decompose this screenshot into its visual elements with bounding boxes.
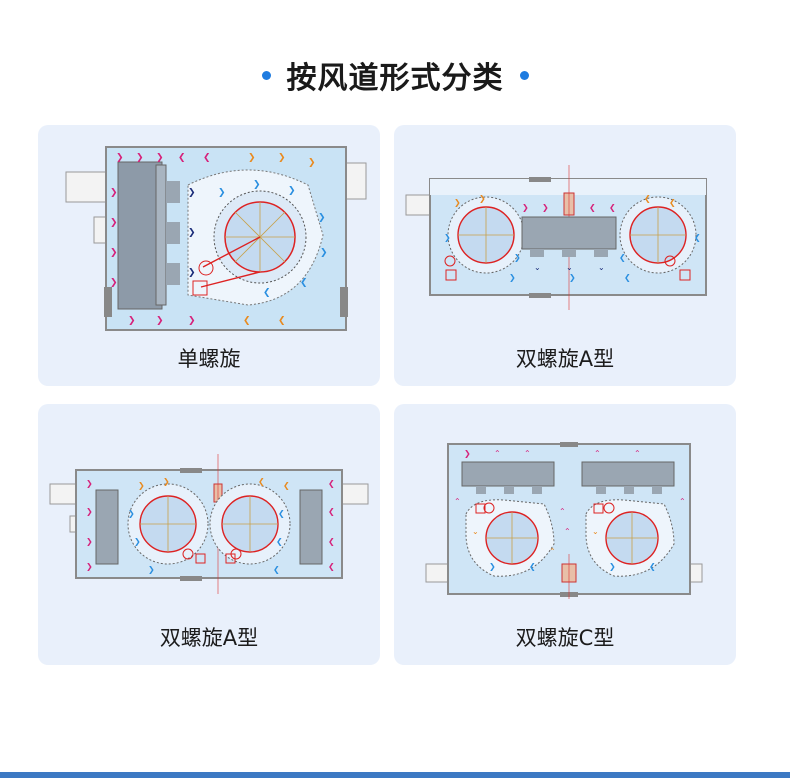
svg-text:❮: ❮ (589, 203, 596, 212)
card-single-spiral: ❯ ❯ ❯ ❮ ❮ ❯ ❯ ❯ ❯ ❯ ❯ ❯ ❯ ❯ ❯ ❮ ❮ ❯ ❯ ❯ ❯ ❯ ❮ ❮ ❯ ❯ ❯ 单螺旋 (38, 125, 380, 386)
svg-text:❮: ❮ (328, 479, 335, 488)
svg-text:❮: ❮ (529, 562, 536, 571)
svg-text:❯: ❯ (188, 316, 196, 326)
svg-text:❮: ❮ (694, 233, 701, 242)
svg-text:❯: ❯ (479, 194, 486, 203)
svg-text:❯: ❯ (116, 153, 124, 163)
svg-text:❮: ❮ (300, 278, 308, 288)
svg-text:❯: ❯ (542, 203, 549, 212)
svg-text:⌃: ⌃ (454, 497, 461, 506)
svg-text:❯: ❯ (86, 537, 93, 546)
svg-text:❯: ❯ (522, 203, 529, 212)
svg-text:❯: ❯ (110, 278, 118, 288)
svg-text:❯: ❯ (308, 158, 316, 168)
svg-text:❮: ❮ (283, 481, 290, 490)
svg-text:❯: ❯ (609, 562, 616, 571)
card-label: 双螺旋A型 (515, 347, 615, 371)
page-title: 按风道形式分类 (286, 61, 504, 96)
svg-text:❯: ❯ (86, 562, 93, 571)
svg-text:❯: ❯ (253, 180, 261, 190)
svg-text:⌃: ⌃ (564, 527, 571, 536)
svg-text:❯: ❯ (278, 153, 286, 163)
svg-text:❯: ❯ (318, 213, 326, 223)
svg-text:❮: ❮ (276, 537, 283, 546)
svg-text:❯: ❯ (156, 153, 164, 163)
svg-text:❯: ❯ (163, 477, 170, 486)
card-label: 单螺旋 (177, 347, 241, 371)
double-spiral-a-diagram-icon: ❯ ❯ ❮ ❮ ❯ ❯ ❮ ❮ ❯ ❯ ❮ ❮ ❯ ❯ ❮ ⌄ ⌄ ⌄ (405, 165, 707, 310)
card-double-spiral-c: ❯ ⌃ ⌃ ⌃ ⌃ ⌃ ⌃ ⌃ ⌃ ⌄ ⌄ ⌃ ❯ ❮ ❯ ❮ 双螺旋C型 (394, 404, 736, 665)
svg-text:❮: ❮ (278, 316, 286, 326)
single-spiral-diagram-icon: ❯ ❯ ❯ ❮ ❮ ❯ ❯ ❯ ❯ ❯ ❯ ❯ ❯ ❯ ❯ ❮ ❮ ❯ ❯ ❯ ❯ ❯ ❮ ❮ ❯ ❯ ❯ (65, 146, 367, 331)
svg-text:❯: ❯ (138, 481, 145, 490)
svg-text:❯: ❯ (569, 273, 576, 282)
svg-text:❯: ❯ (134, 537, 141, 546)
svg-text:❯: ❯ (86, 507, 93, 516)
card-label: 双螺旋C型 (515, 626, 615, 650)
svg-text:⌄: ⌄ (592, 527, 599, 536)
svg-text:❯: ❯ (128, 509, 135, 518)
double-spiral-a-side-diagram-icon: ❯ ❯ ❯ ❯ ❮ ❮ ❮ ❮ ❯ ❯ ❮ ❮ ❯ ❯ ❮ ❮ ❯ ❮ (49, 454, 369, 594)
svg-text:❮: ❮ (243, 316, 251, 326)
svg-text:❮: ❮ (178, 153, 186, 163)
svg-text:❮: ❮ (263, 288, 271, 298)
svg-text:❯: ❯ (110, 218, 118, 228)
svg-text:❮: ❮ (609, 203, 616, 212)
svg-text:❯: ❯ (509, 273, 516, 282)
svg-text:❯: ❯ (288, 186, 296, 196)
card-label: 双螺旋A型 (159, 626, 259, 650)
svg-text:❯: ❯ (320, 248, 328, 258)
svg-text:❯: ❯ (136, 153, 144, 163)
svg-text:⌃: ⌃ (524, 449, 531, 458)
svg-text:⌄: ⌄ (534, 263, 541, 272)
svg-text:⌃: ⌃ (559, 507, 566, 516)
svg-text:⌃: ⌃ (679, 497, 686, 506)
svg-text:⌃: ⌃ (549, 547, 556, 556)
page-header: 按风道形式分类 (0, 50, 790, 100)
svg-text:⌃: ⌃ (494, 449, 501, 458)
svg-text:⌄: ⌄ (472, 527, 479, 536)
svg-text:⌄: ⌄ (566, 263, 573, 272)
svg-text:❯: ❯ (110, 248, 118, 258)
svg-text:❯: ❯ (86, 479, 93, 488)
svg-text:❮: ❮ (619, 253, 626, 262)
svg-text:❮: ❮ (258, 477, 265, 486)
svg-text:⌄: ⌄ (598, 263, 605, 272)
svg-text:❯: ❯ (248, 153, 256, 163)
svg-text:❮: ❮ (649, 562, 656, 571)
svg-text:❮: ❮ (669, 198, 676, 207)
svg-text:❮: ❮ (644, 194, 651, 203)
svg-text:❯: ❯ (514, 253, 521, 262)
card-double-spiral-a-top: ❯ ❯ ❮ ❮ ❯ ❯ ❮ ❮ ❯ ❯ ❮ ❮ ❯ ❯ ❮ ⌄ ⌄ ⌄ 双螺旋A型 (394, 125, 736, 386)
svg-text:❯: ❯ (148, 565, 155, 574)
bottom-divider (0, 772, 790, 778)
svg-text:❯: ❯ (489, 562, 496, 571)
svg-text:❯: ❯ (110, 188, 118, 198)
svg-text:❯: ❯ (464, 449, 471, 458)
svg-text:⌃: ⌃ (634, 449, 641, 458)
svg-text:❯: ❯ (188, 188, 196, 198)
svg-text:❯: ❯ (454, 198, 461, 207)
svg-text:⌃: ⌃ (594, 449, 601, 458)
card-double-spiral-a-bottom: ❯ ❯ ❯ ❯ ❮ ❮ ❮ ❮ ❯ ❯ ❮ ❮ ❯ ❯ ❮ ❮ ❯ ❮ 双螺旋A型 (38, 404, 380, 665)
svg-text:❮: ❮ (203, 153, 211, 163)
title-dot-left (261, 70, 271, 80)
svg-text:❮: ❮ (273, 565, 280, 574)
title-dot-right (519, 70, 529, 80)
svg-text:❯: ❯ (444, 233, 451, 242)
svg-text:❯: ❯ (128, 316, 136, 326)
svg-text:❮: ❮ (328, 562, 335, 571)
svg-text:❯: ❯ (156, 316, 164, 326)
svg-text:❯: ❯ (188, 268, 196, 278)
svg-text:❮: ❮ (624, 273, 631, 282)
svg-text:❯: ❯ (188, 228, 196, 238)
svg-text:❮: ❮ (278, 509, 285, 518)
double-spiral-c-diagram-icon: ❯ ⌃ ⌃ ⌃ ⌃ ⌃ ⌃ ⌃ ⌃ ⌄ ⌄ ⌃ ❯ ❮ ❯ ❮ (425, 442, 703, 599)
svg-text:❯: ❯ (218, 188, 226, 198)
svg-text:❮: ❮ (328, 507, 335, 516)
svg-text:❮: ❮ (328, 537, 335, 546)
